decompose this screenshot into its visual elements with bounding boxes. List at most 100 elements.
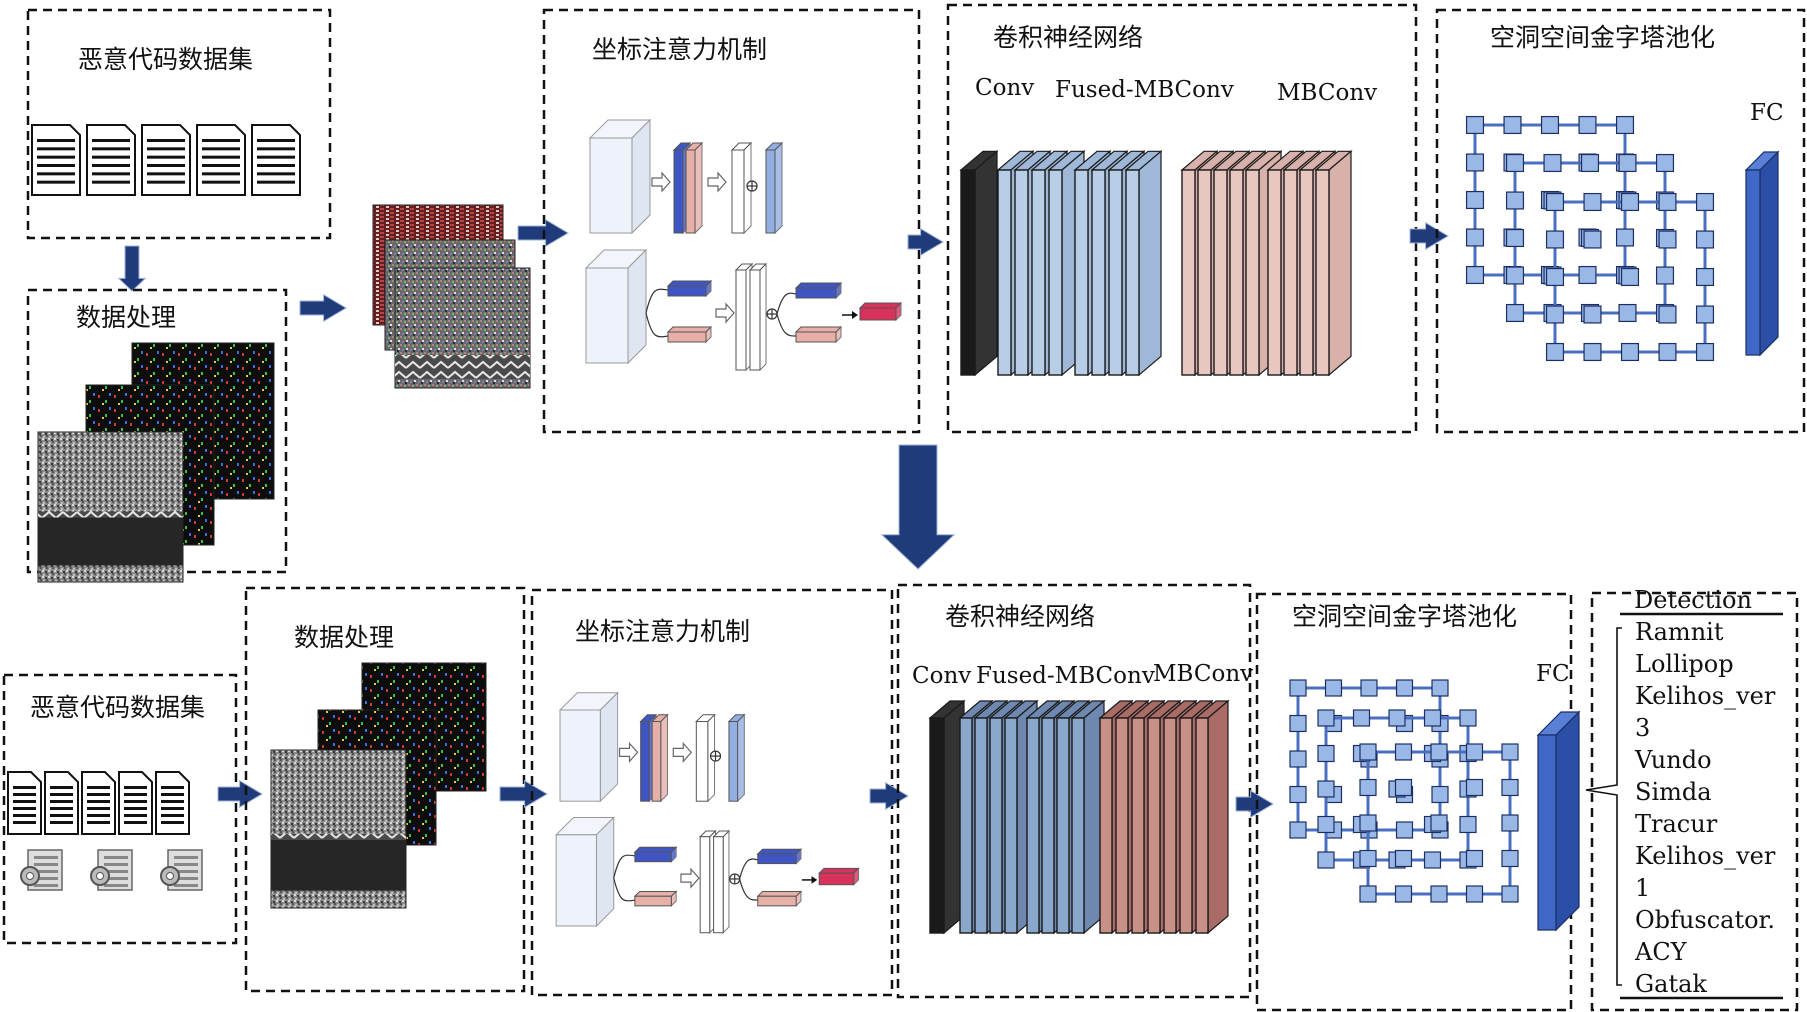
bottom-doc-icon-3: [81, 771, 116, 835]
top-cnn-label-conv: Conv: [975, 75, 1034, 101]
bottom-doc-icon-4: [118, 771, 153, 835]
top-preprocess-image-3: [37, 431, 184, 583]
bottom-preprocess-box: [244, 586, 526, 993]
bottom-attn-arrow-3: [680, 867, 700, 889]
detection-bracket: [1585, 627, 1622, 986]
top-cnn-title: 卷积神经网络: [993, 23, 1143, 52]
top-cnn-label-mb: MBConv: [1277, 80, 1377, 106]
top-attn-add-icon: [746, 180, 758, 192]
top-attn-h-feature: [666, 279, 713, 298]
bottom-attn-merge-icon: [729, 873, 741, 885]
top-attention-title: 坐标注意力机制: [592, 35, 767, 64]
bottom-dataset-box: [2, 673, 238, 945]
top-cnn-box: [946, 3, 1418, 434]
top-attn-h-out: [794, 281, 843, 300]
bottom-doc-icon-1: [7, 771, 42, 835]
bottom-aspp-title: 空洞空间金字塔池化: [1292, 602, 1517, 631]
bottom-attn-branch-line-1: [613, 854, 635, 879]
detection-class-11: ACY: [1634, 938, 1688, 966]
detection-class-8: Kelihos_ver: [1635, 842, 1776, 870]
top-doc-icon-2: [86, 124, 136, 196]
detection-class-2: Lollipop: [1635, 650, 1734, 678]
top-attn-conv-b: [748, 262, 768, 372]
bottom-cnn-label-fused: Fused-MBConv: [976, 663, 1155, 689]
bottom-doc-icon-2: [44, 771, 79, 835]
top-dataset-box: [26, 8, 332, 240]
bottom-attn-branch-line-3: [738, 858, 758, 880]
bottom-arrow-2: [499, 779, 548, 809]
bottom-fc-label: FC: [1536, 661, 1570, 687]
bottom-attn-out-arrowhead: [811, 876, 818, 884]
bottom-cnn-label-conv: Conv: [912, 663, 971, 689]
bottom-gear-doc-2: [90, 849, 133, 891]
top-attn-branch-line-4: [776, 313, 797, 337]
bottom-attn-h-feature: [633, 846, 678, 863]
detection-class-3: Kelihos_ver: [1635, 682, 1776, 710]
detection-class-1: Ramnit: [1635, 618, 1724, 646]
bottom-attn-pool-w: [650, 713, 669, 803]
top-aspp-grid-3: [1545, 192, 1715, 362]
top-attn-pool-w: [684, 141, 704, 235]
detection-class-7: Tracur: [1635, 810, 1718, 838]
top-arrow-1: [299, 293, 347, 323]
bottom-attn-output: [817, 867, 860, 886]
top-doc-icon-1: [31, 124, 81, 196]
bottom-fc-layer: [1536, 710, 1581, 932]
bottom-aspp-box: [1255, 592, 1573, 1012]
bottom-cnn-box: [896, 583, 1252, 999]
bottom-attn-arrow-2: [672, 741, 693, 763]
center-down-arrow: [880, 444, 956, 570]
top-attn-arrow-1: [651, 171, 671, 193]
detection-class-5: Vundo: [1634, 746, 1712, 774]
bottom-gear-doc-1: [20, 849, 63, 891]
bottom-cnn-blue-layer-8: [1070, 699, 1106, 935]
bottom-aspp-grid-3: [1359, 743, 1519, 903]
detection-class-9: 1: [1635, 874, 1650, 902]
bottom-cnn-pink-layer-7: [1194, 699, 1230, 935]
detection-class-4: 3: [1635, 714, 1650, 742]
top-cnn-label-fused: Fused-MBConv: [1055, 77, 1234, 103]
bottom-gear-doc-3: [160, 849, 203, 891]
bottom-attn-weight: [727, 713, 746, 803]
top-attn-branch-line-1: [645, 288, 669, 314]
bottom-attn-branch-line-4: [738, 878, 758, 901]
bottom-doc-icon-5: [155, 771, 190, 835]
detection-class-6: Simda: [1635, 778, 1712, 806]
bottom-attn-h-out: [756, 847, 803, 865]
bottom-attn-w-feature: [633, 890, 678, 908]
bottom-cnn-conv-layer: [928, 699, 966, 935]
bottom-attn-branch-line-2: [613, 877, 635, 902]
bottom-preprocess-title: 数据处理: [294, 623, 394, 652]
top-aspp-title: 空洞空间金字塔池化: [1490, 23, 1715, 52]
bottom-preprocess-image-3: [270, 749, 407, 909]
top-converted-band: [395, 355, 530, 379]
bottom-dataset-title: 恶意代码数据集: [30, 693, 205, 722]
bottom-attn-add-icon: [709, 750, 722, 762]
bottom-arrow-1: [217, 779, 263, 809]
bottom-attention-title: 坐标注意力机制: [575, 617, 750, 646]
top-attention-box: [542, 8, 921, 434]
top-attn-arrow-3: [715, 302, 735, 324]
top-attn-input-block-1: [588, 118, 652, 235]
top-down-arrow: [117, 245, 147, 292]
bottom-attn-input-block-1: [558, 691, 619, 803]
bottom-arrow-3: [869, 781, 909, 811]
top-attn-output: [858, 301, 903, 322]
top-attn-input-block-2: [584, 248, 648, 365]
bottom-arrow-4: [1235, 789, 1274, 819]
top-fc-layer: [1744, 150, 1780, 357]
bottom-cnn-title: 卷积神经网络: [945, 602, 1095, 631]
top-doc-icon-3: [141, 124, 191, 196]
top-attn-w-feature: [666, 325, 713, 344]
bottom-attn-input-block-2: [554, 816, 615, 928]
top-doc-icon-5: [251, 124, 301, 196]
top-attn-weight: [764, 141, 784, 235]
top-attn-merge-icon: [766, 308, 778, 320]
detection-class-10: Obfuscator.: [1635, 906, 1775, 934]
top-cnn-pink-layer-9: [1314, 150, 1353, 377]
detection-box: [1590, 591, 1799, 1012]
bottom-attn-w-out: [756, 890, 803, 908]
bottom-cnn-label-mb: MBConv: [1153, 661, 1253, 687]
